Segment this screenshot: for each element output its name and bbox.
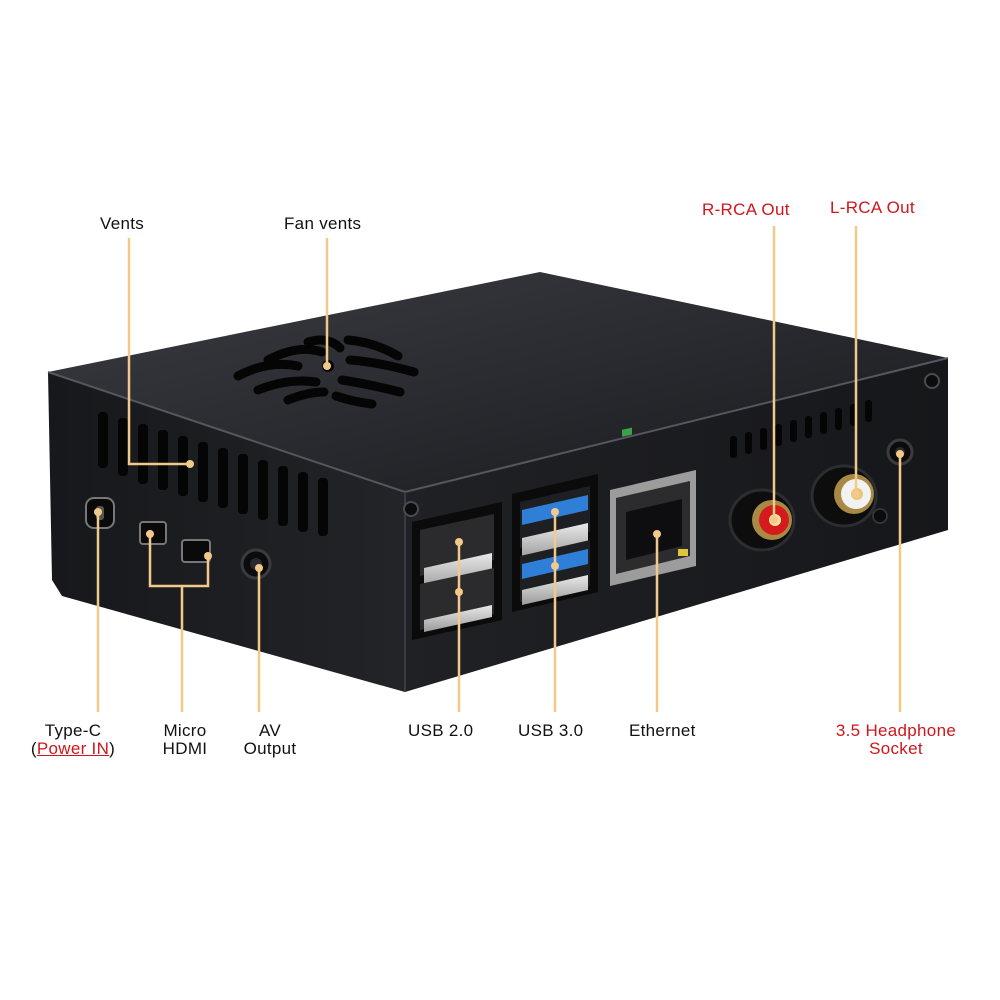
av-jack-icon bbox=[240, 548, 272, 580]
label-l-rca-out: L-RCA Out bbox=[830, 198, 915, 217]
front-vents bbox=[730, 400, 872, 458]
side-vents bbox=[98, 412, 328, 536]
case-top-face bbox=[48, 272, 948, 492]
leader-lines bbox=[96, 226, 902, 712]
case-body bbox=[47, 272, 949, 692]
label-type-c: Type-C (Power IN) bbox=[18, 722, 128, 758]
label-micro-hdmi: Micro HDMI bbox=[162, 721, 208, 758]
leader-micro-hdmi bbox=[148, 534, 210, 588]
case-left-face bbox=[48, 372, 405, 692]
rca-right-jack-icon bbox=[728, 488, 796, 552]
ethernet-port-icon bbox=[610, 427, 696, 586]
label-vents: Vents bbox=[100, 214, 145, 233]
label-type-c-line2: (Power IN) bbox=[30, 739, 116, 758]
label-type-c-line1: Type-C bbox=[44, 721, 102, 740]
label-av-output: AV Output bbox=[243, 721, 297, 758]
screw-icon bbox=[403, 373, 940, 517]
label-usb-3-0: USB 3.0 bbox=[518, 721, 584, 740]
label-headphone-socket: 3.5 Headphone Socket bbox=[835, 721, 957, 758]
label-power-in: Power IN bbox=[36, 739, 110, 758]
leader-dots bbox=[94, 362, 904, 596]
label-fan-vents: Fan vents bbox=[284, 214, 362, 233]
label-usb-2-0: USB 2.0 bbox=[408, 721, 474, 740]
label-ethernet: Ethernet bbox=[629, 721, 696, 740]
usb-2-port-icon bbox=[412, 502, 502, 640]
leader-vents bbox=[127, 238, 190, 466]
label-r-rca-out: R-RCA Out bbox=[702, 200, 790, 219]
